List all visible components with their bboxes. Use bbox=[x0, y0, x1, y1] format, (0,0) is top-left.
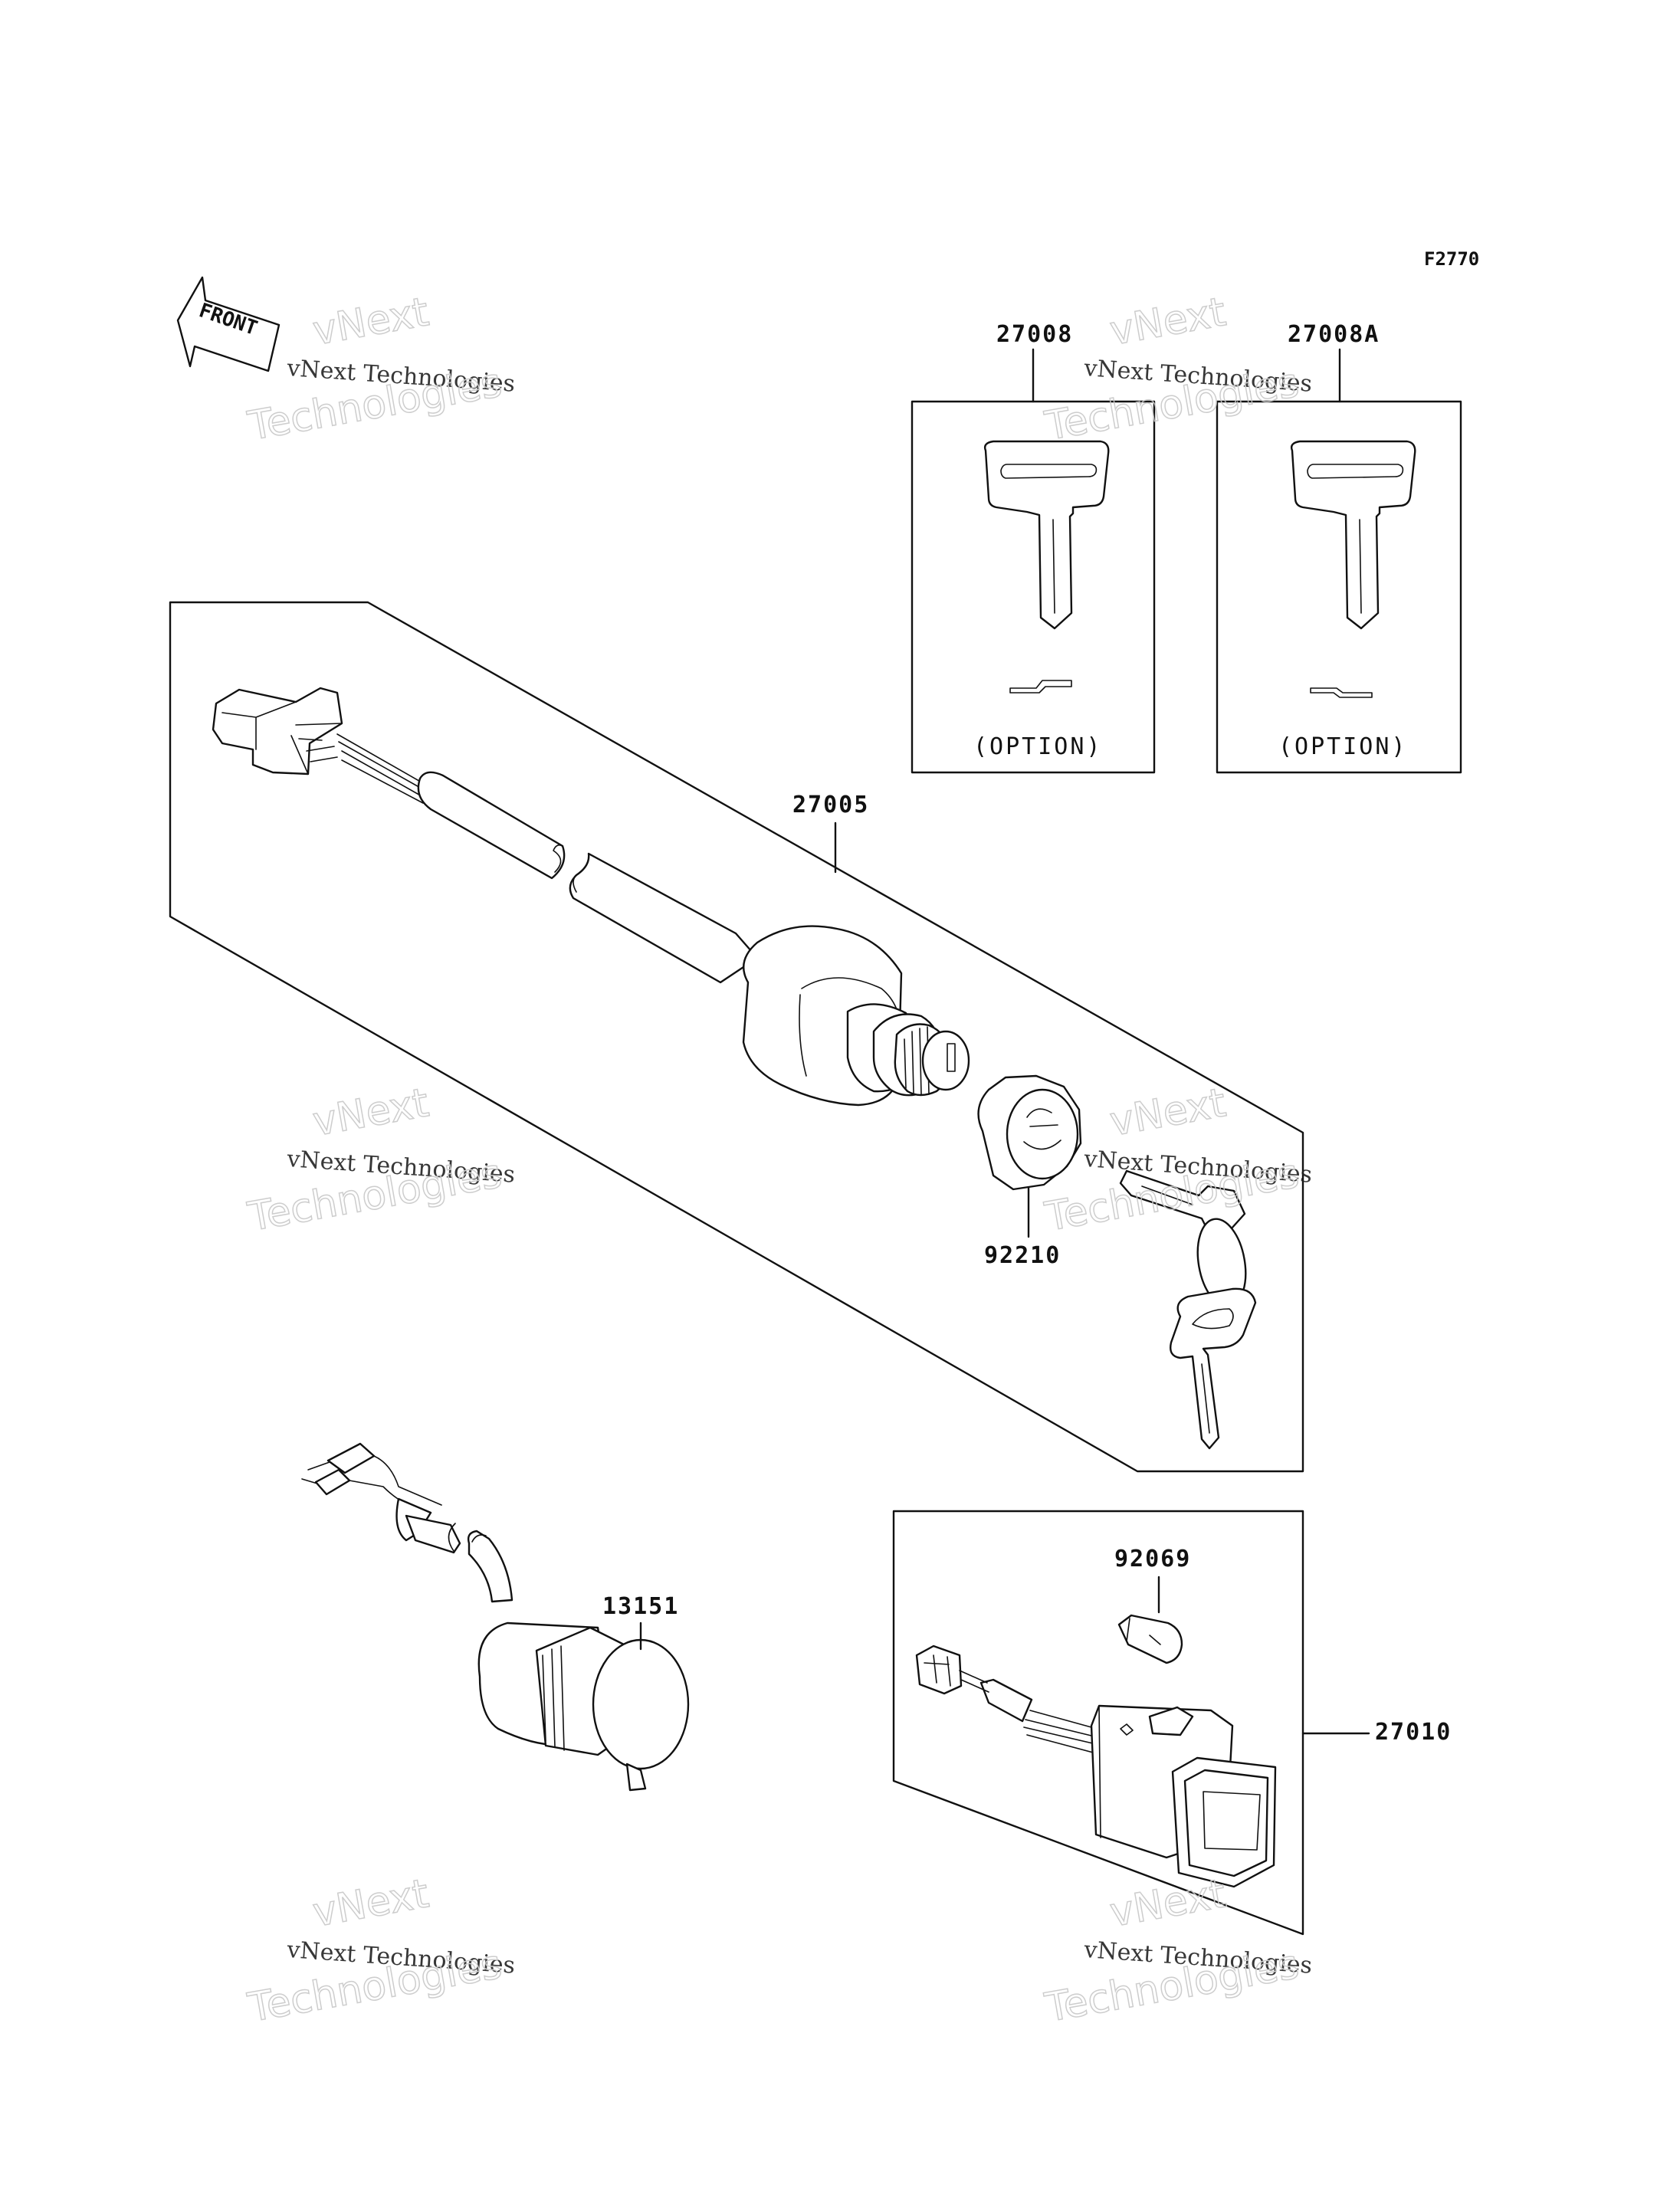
figure-code: F2770 bbox=[1424, 248, 1479, 270]
ignition-switch-icon bbox=[742, 925, 970, 1107]
svg-text:vNext: vNext bbox=[310, 1871, 432, 1936]
svg-text:vNext: vNext bbox=[1107, 1080, 1229, 1145]
watermark-top-left: vNext Technologies vNext Technologies bbox=[244, 289, 516, 451]
watermark-mid-right: vNext Technologies vNext Technologies bbox=[1041, 1080, 1313, 1241]
key-cut-icon bbox=[1009, 680, 1072, 694]
key-icon bbox=[1290, 440, 1416, 630]
switch-27010-group: 27010 92069 bbox=[892, 1510, 1452, 1936]
switch-connector-icon bbox=[915, 1644, 1097, 1754]
svg-text:vNext: vNext bbox=[1107, 1871, 1229, 1936]
part-label-27010: 27010 bbox=[1375, 1719, 1452, 1746]
watermark-bottom-right: vNext Technologies vNext Technologies bbox=[1041, 1871, 1313, 2032]
option-box-27008a bbox=[1216, 400, 1462, 774]
svg-text:vNext: vNext bbox=[310, 1080, 432, 1145]
watermark-bottom-left: vNext Technologies vNext Technologies bbox=[244, 1871, 516, 2032]
part-label-27005: 27005 bbox=[792, 792, 869, 818]
bulb-icon bbox=[1117, 1614, 1183, 1664]
assembly-outline bbox=[169, 601, 1304, 1473]
connector-icon bbox=[212, 687, 343, 776]
key-27008a-group: 27008A (OPTION) bbox=[1216, 321, 1462, 774]
key-cut-icon bbox=[1310, 687, 1373, 698]
switch-box bbox=[892, 1510, 1304, 1936]
option-box-27008 bbox=[911, 400, 1156, 774]
option-label-27008a: (OPTION) bbox=[1278, 733, 1408, 760]
key-27008-group: 27008 (OPTION) bbox=[911, 321, 1156, 774]
nut-icon bbox=[977, 1074, 1082, 1191]
socket-wires-icon bbox=[301, 1442, 514, 1603]
part-label-27008: 27008 bbox=[996, 321, 1073, 348]
part-label-92210: 92210 bbox=[984, 1242, 1061, 1269]
key-icon bbox=[983, 440, 1110, 630]
front-arrow-icon: FRONT bbox=[176, 276, 281, 372]
ignition-switch-group: 27005 bbox=[169, 601, 1304, 1473]
key-ring-icon bbox=[1119, 1169, 1257, 1450]
socket-13151-group: 13151 bbox=[301, 1442, 690, 1792]
rocker-switch-icon bbox=[1090, 1704, 1277, 1888]
part-label-27008a: 27008A bbox=[1288, 321, 1380, 348]
part-label-92069: 92069 bbox=[1114, 1546, 1191, 1572]
nut-92210-group: 92210 bbox=[977, 1074, 1082, 1269]
watermark-mid-left: vNext Technologies vNext Technologies bbox=[244, 1080, 516, 1241]
watermark-top-right: vNext Technologies vNext Technologies bbox=[1041, 289, 1313, 451]
option-label-27008: (OPTION) bbox=[973, 733, 1103, 760]
socket-icon bbox=[477, 1622, 690, 1792]
svg-text:vNext: vNext bbox=[310, 289, 432, 354]
part-label-13151: 13151 bbox=[602, 1593, 679, 1620]
svg-text:vNext: vNext bbox=[1107, 289, 1229, 354]
